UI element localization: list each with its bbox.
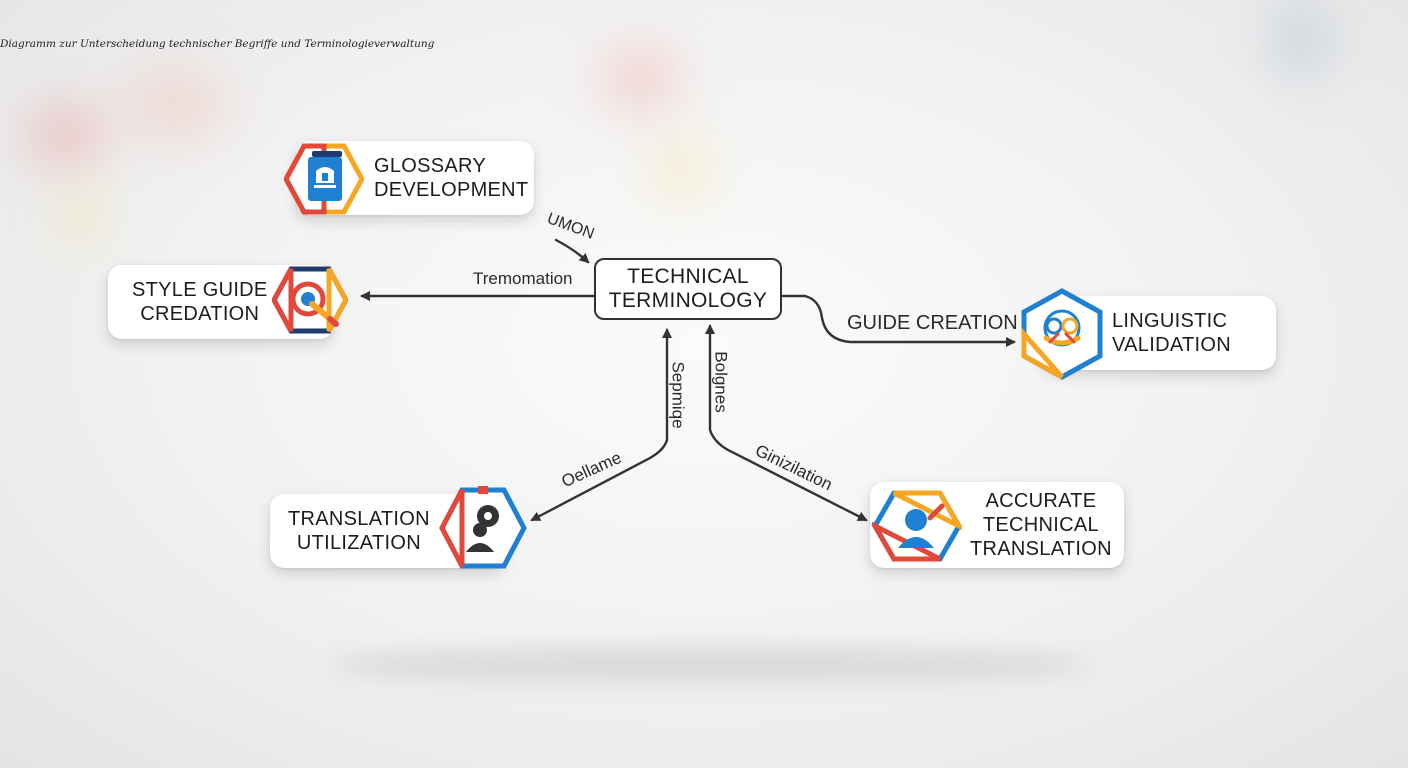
center-node-technical-terminology: TECHNICAL TERMINOLOGY — [594, 258, 782, 320]
linguistic-line-2: VALIDATION — [1112, 334, 1231, 356]
edge-umon — [554, 238, 590, 264]
glossary-line-2: DEVELOPMENT — [374, 179, 529, 201]
accurate-line-1: ACCURATE — [985, 490, 1097, 512]
background-blur — [650, 140, 710, 200]
diagram-caption: Diagramm zur Unterscheidung technischer … — [0, 38, 435, 50]
floor-shadow — [330, 648, 1090, 682]
accurate-line-3: TRANSLATION — [970, 538, 1112, 560]
style-guide-line-1: STYLE GUIDE — [132, 279, 268, 301]
linguistic-line-1: LINGUISTIC — [1112, 310, 1228, 332]
style-guide-line-2: CREDATION — [140, 303, 260, 325]
translation-line-2: UTILIZATION — [296, 532, 421, 554]
target-pen-icon — [272, 266, 348, 334]
user-pen-icon — [872, 490, 962, 562]
background-blur — [1270, 0, 1330, 80]
edge-label-bolgnes: Bolgnes — [711, 351, 731, 413]
gears-handshake-icon — [1021, 288, 1103, 380]
glossary-line-1: GLOSSARY — [374, 155, 487, 177]
translation-line-1: TRANSLATION — [288, 508, 430, 530]
edge-label-guide-creation: GUIDE CREATION — [847, 312, 1018, 334]
edge-to-accurate — [708, 428, 868, 522]
edge-label-sepmiqe: Sepmiqe — [668, 361, 688, 429]
background-blur — [30, 110, 100, 160]
center-line-1: TECHNICAL — [627, 265, 749, 288]
user-chat-icon — [439, 486, 527, 569]
glossary-book-icon — [284, 143, 364, 215]
accurate-line-2: TECHNICAL — [982, 514, 1099, 536]
background-blur — [120, 70, 230, 140]
background-blur — [60, 190, 100, 240]
edge-label-tremomation: Tremomation — [473, 269, 573, 288]
background-blur — [600, 50, 680, 110]
edge-to-linguistic — [781, 294, 1016, 347]
edge-to-translation — [530, 438, 669, 522]
center-line-2: TERMINOLOGY — [608, 289, 768, 312]
